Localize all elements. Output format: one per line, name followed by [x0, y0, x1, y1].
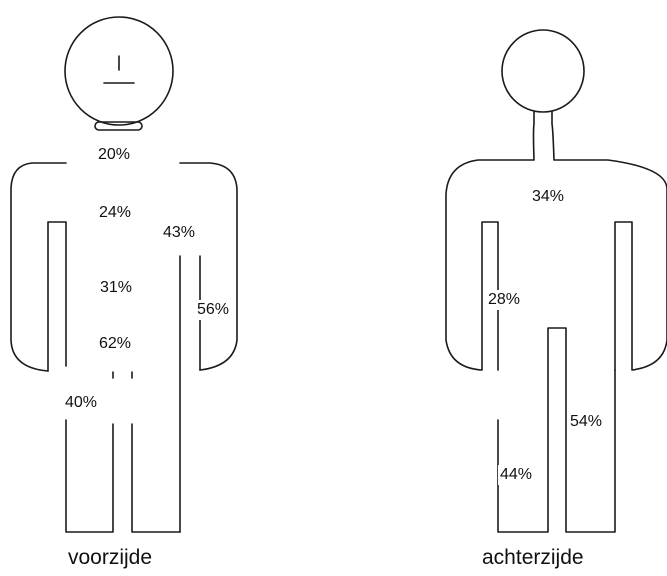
front-upper-chest-percent: 24%	[97, 203, 134, 223]
front-groin-percent: 62%	[97, 334, 134, 354]
front-figure	[10, 16, 238, 533]
front-face-mark	[103, 55, 135, 84]
back-figure	[445, 29, 667, 533]
back-legs	[497, 327, 616, 533]
back-back-percent: 34%	[530, 187, 567, 207]
back-head	[501, 29, 585, 113]
front-legs	[65, 371, 181, 533]
front-upper-arm-percent: 43%	[161, 223, 198, 243]
front-caption: voorzijde	[68, 546, 153, 569]
front-thigh-percent: 40%	[63, 393, 100, 413]
back-arm-percent: 28%	[486, 290, 523, 310]
back-caption: achterzijde	[482, 546, 584, 569]
back-upper-leg-percent: 54%	[568, 412, 605, 432]
front-neck	[94, 121, 143, 131]
front-inner-arms	[47, 221, 201, 533]
front-torso-arms	[10, 162, 238, 372]
back-body-outline	[445, 111, 667, 371]
front-neck-percent: 20%	[96, 145, 133, 165]
front-abdomen-percent: 31%	[98, 278, 135, 298]
front-head	[64, 16, 174, 126]
back-lower-leg-percent: 44%	[498, 465, 535, 485]
front-forearm-percent: 56%	[195, 300, 232, 320]
